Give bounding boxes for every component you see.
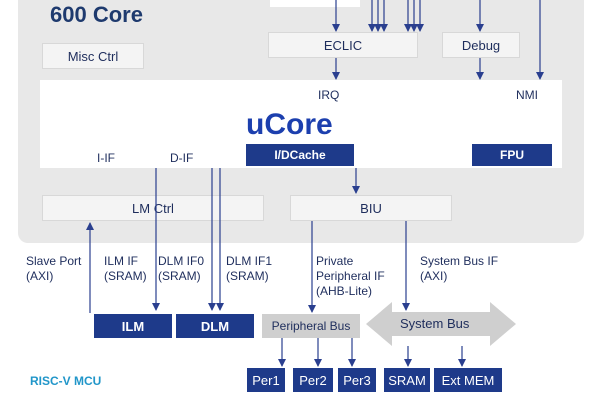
top-cropped-box <box>270 0 360 7</box>
per2-box: Per2 <box>293 368 333 392</box>
fpu-box: FPU <box>472 144 552 166</box>
idcache-box: I/DCache <box>246 144 354 166</box>
slave-port-label: Slave Port (AXI) <box>26 254 82 283</box>
ilm-label: ILM <box>121 318 145 334</box>
peripheral-bus-label: Peripheral Bus <box>271 319 351 333</box>
debug-label: Debug <box>461 37 501 53</box>
peripheral-bus-box: Peripheral Bus <box>262 314 360 338</box>
per1-label: Per1 <box>252 372 280 388</box>
nmi-label: NMI <box>516 88 538 102</box>
sram-label: SRAM <box>388 372 426 388</box>
per1-box: Per1 <box>247 368 285 392</box>
d-if-label: D-IF <box>170 151 194 165</box>
ucore-title: uCore <box>246 108 333 141</box>
riscv-mcu-label: RISC-V MCU <box>30 374 102 388</box>
core-title: 600 Core <box>50 2 143 27</box>
biu-label: BIU <box>360 200 382 216</box>
lm-ctrl-label: LM Ctrl <box>132 200 174 216</box>
eclic-box: ECLIC <box>268 32 418 58</box>
private-peripheral-if-label: Private Peripheral IF (AHB-Lite) <box>316 254 385 298</box>
per3-label: Per3 <box>343 372 371 388</box>
fpu-label: FPU <box>500 148 524 162</box>
idcache-label: I/DCache <box>274 148 326 162</box>
ilm-if-label: ILM IF (SRAM) <box>104 254 147 283</box>
per2-label: Per2 <box>299 372 327 388</box>
system-bus-label: System Bus <box>400 316 470 331</box>
dlm-if1-label: DLM IF1 (SRAM) <box>226 254 273 283</box>
dlm-box: DLM <box>176 314 254 338</box>
misc-ctrl-box: Misc Ctrl <box>42 43 144 69</box>
system-bus-if-label: System Bus IF (AXI) <box>420 254 499 283</box>
ext-mem-box: Ext MEM <box>434 368 502 392</box>
biu-box: BIU <box>290 195 452 221</box>
debug-box: Debug <box>442 32 520 58</box>
lm-ctrl-box: LM Ctrl <box>42 195 264 221</box>
ilm-box: ILM <box>94 314 172 338</box>
dlm-label: DLM <box>200 318 230 334</box>
misc-ctrl-label: Misc Ctrl <box>67 48 119 64</box>
eclic-label: ECLIC <box>323 37 363 53</box>
irq-label: IRQ <box>318 88 340 102</box>
dlm-if0-label: DLM IF0 (SRAM) <box>158 254 205 283</box>
ext-mem-label: Ext MEM <box>441 372 495 388</box>
i-if-label: I-IF <box>97 151 115 165</box>
per3-box: Per3 <box>338 368 376 392</box>
sram-box: SRAM <box>384 368 430 392</box>
